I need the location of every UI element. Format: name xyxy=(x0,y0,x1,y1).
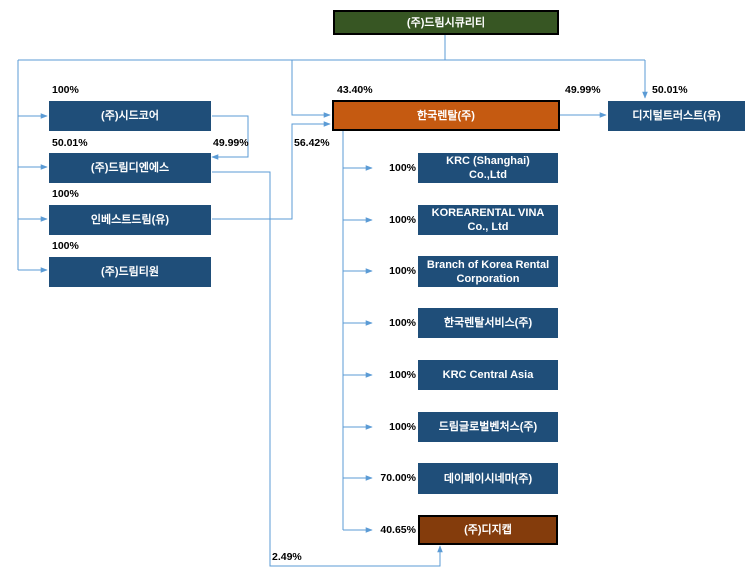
company-krc-shanghai: KRC (Shanghai) Co.,Ltd xyxy=(418,153,558,183)
pct-digicap-by-korea-rental: 40.65% xyxy=(380,524,416,536)
line-dream-dns-to-digicap xyxy=(212,171,443,567)
pct-dream-dns-by-security: 50.01% xyxy=(52,137,88,149)
pct-korea-rental-service: 100% xyxy=(389,317,416,329)
company-korearental-vina: KOREARENTAL VINA Co., Ltd xyxy=(418,205,558,235)
company-digital-trust: 디지털트러스트(유) xyxy=(608,101,745,131)
pct-korearental-vina: 100% xyxy=(389,214,416,226)
pct-digital-trust-by-security: 50.01% xyxy=(652,84,688,96)
pct-seedcore: 100% xyxy=(52,84,79,96)
pct-dream-dns-by-seedcore: 49.99% xyxy=(213,137,249,149)
company-korea-rental: 한국렌탈(주) xyxy=(332,100,560,131)
pct-digicap-by-dream-dns: 2.49% xyxy=(272,551,302,563)
pct-krc-shanghai: 100% xyxy=(389,162,416,174)
company-digicap: (주)디지캡 xyxy=(418,515,558,545)
company-seedcore: (주)시드코어 xyxy=(49,101,211,131)
pct-korea-rental-by-security: 43.40% xyxy=(337,84,373,96)
line-invest-to-korea-rental xyxy=(212,121,331,220)
pct-daypay-sinema: 70.00% xyxy=(380,472,416,484)
company-dream-tiwon: (주)드림티원 xyxy=(49,257,211,287)
company-dream-security: (주)드림시큐리티 xyxy=(333,10,559,35)
company-invest-dream: 인베스트드림(유) xyxy=(49,205,211,235)
company-daypay-sinema: 데이페이시네마(주) xyxy=(418,463,558,494)
company-krc-central-asia: KRC Central Asia xyxy=(418,360,558,390)
company-branch-korea-rental: Branch of Korea Rental Corporation xyxy=(418,256,558,287)
pct-invest-dream: 100% xyxy=(52,188,79,200)
pct-branch-korea-rental: 100% xyxy=(389,265,416,277)
company-dream-global-ventures: 드림글로벌벤처스(주) xyxy=(418,412,558,442)
company-dream-dns: (주)드림디엔에스 xyxy=(49,153,211,183)
company-korea-rental-service: 한국렌탈서비스(주) xyxy=(418,308,558,338)
pct-digital-trust-by-korea-rental: 49.99% xyxy=(565,84,601,96)
pct-dream-global-ventures: 100% xyxy=(389,421,416,433)
pct-krc-central-asia: 100% xyxy=(389,369,416,381)
pct-korea-rental-by-invest: 56.42% xyxy=(294,137,330,149)
pct-dream-tiwon: 100% xyxy=(52,240,79,252)
line-security-to-korea-rental xyxy=(291,60,331,118)
line-seedcore-to-dream-dns xyxy=(211,115,249,160)
